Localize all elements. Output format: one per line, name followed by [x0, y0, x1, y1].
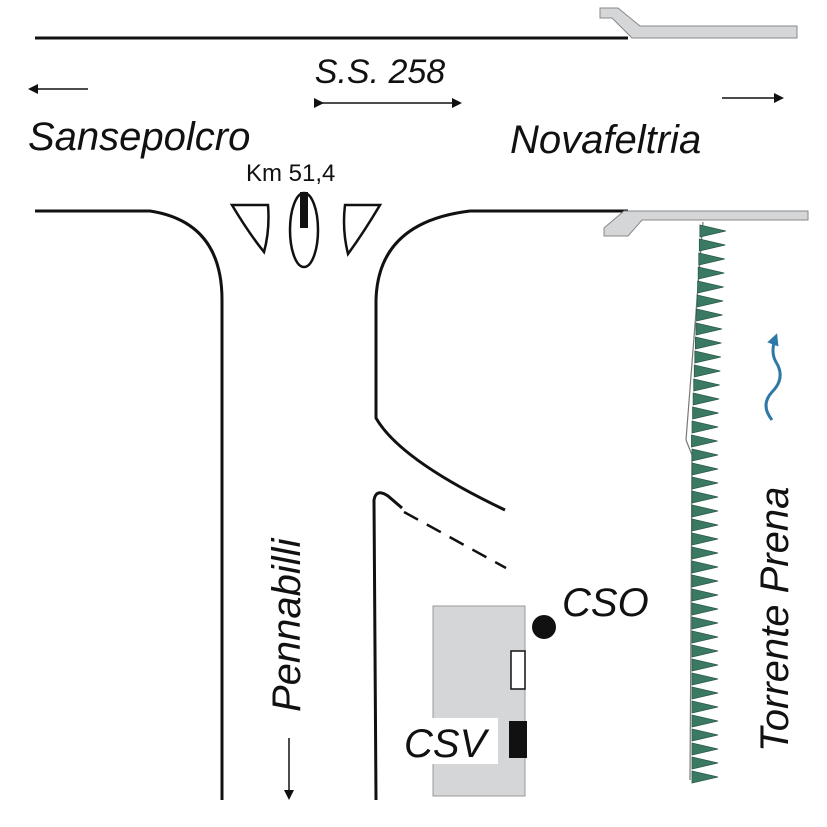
- csv-sensor: [509, 721, 527, 758]
- km-marker-post: [300, 192, 308, 228]
- road-label: S.S. 258: [315, 53, 446, 91]
- bridge-south: [603, 210, 809, 237]
- access-lane-edge: [372, 491, 403, 801]
- bridge-north: [599, 7, 798, 39]
- csv-label: CSV: [404, 722, 490, 766]
- csv-label-bg: [402, 718, 498, 764]
- km-marker-label: Km 51,4: [246, 160, 335, 187]
- river-flow-arrow-icon: [764, 333, 782, 421]
- sensor-dot-icon: [532, 615, 556, 639]
- traffic-island-west: [229, 203, 270, 255]
- riverbank: [685, 221, 726, 784]
- east-town-label: Novafeltria: [510, 118, 701, 162]
- access-lane-dashed: [403, 510, 507, 570]
- cso-label: CSO: [562, 581, 649, 625]
- west-town-label: Sansepolcro: [28, 115, 250, 159]
- road-edge-west: [35, 209, 224, 800]
- road-edge-east: [374, 209, 628, 512]
- south-town-label: Pennabilli: [265, 537, 309, 712]
- building-window: [510, 650, 526, 690]
- building: [432, 605, 526, 797]
- traffic-island-east: [342, 203, 383, 257]
- river-label: Torrente Prena: [753, 487, 797, 752]
